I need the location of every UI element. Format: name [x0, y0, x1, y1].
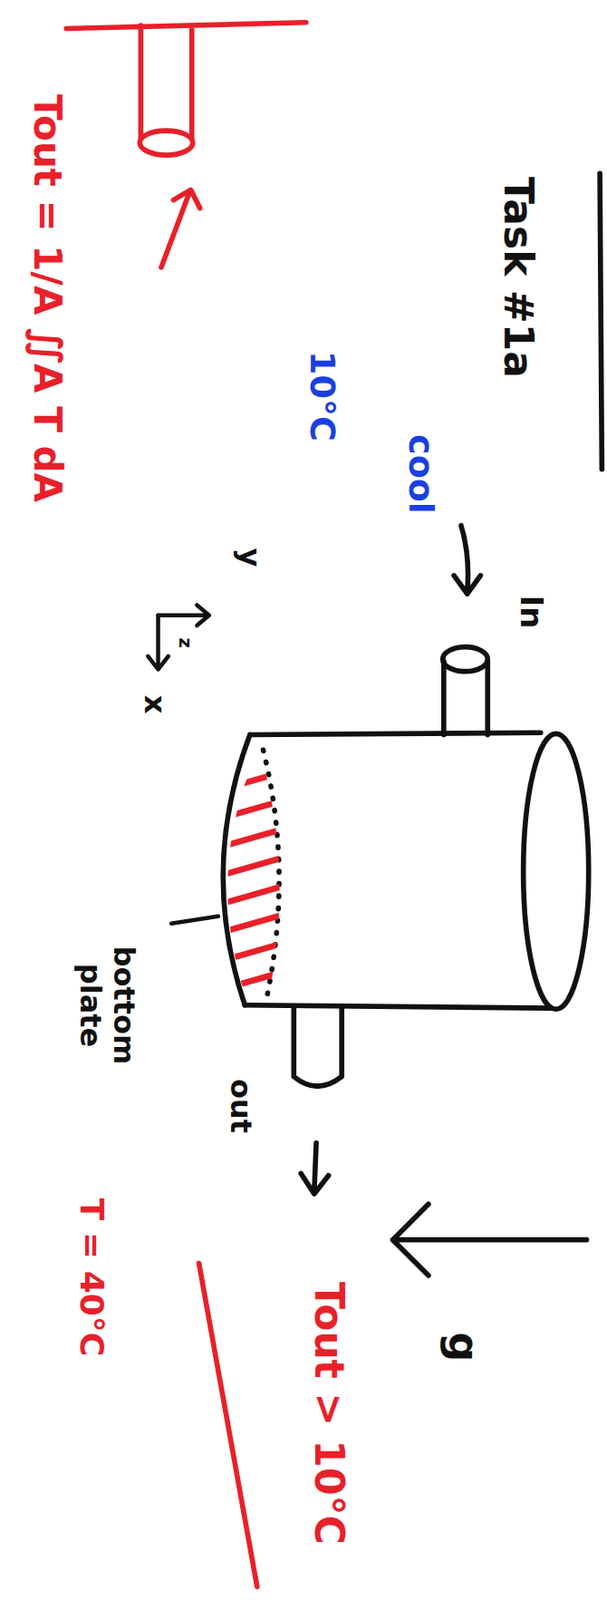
condition-underline	[199, 1262, 258, 1587]
fluid-label: cool	[400, 434, 441, 515]
title: Task #1a	[495, 176, 542, 378]
axis-arrow	[147, 615, 169, 670]
inflow-arrow	[453, 525, 481, 594]
cylinder-top-edge	[250, 732, 541, 734]
outlet-sketch	[66, 22, 307, 138]
title-underline	[599, 173, 602, 469]
axis-label: z	[173, 636, 195, 648]
inlet-opening	[443, 646, 489, 672]
axis-arrow	[158, 605, 210, 627]
gravity-arrow	[393, 1203, 588, 1275]
outlet-pipe	[293, 1006, 342, 1086]
pointer-arrow	[161, 189, 201, 268]
outlet-label: out	[223, 1078, 258, 1133]
part-label: bottom plate	[73, 936, 141, 1073]
bottom-plate-hatch	[199, 764, 307, 1024]
outlet-sketch-opening	[139, 130, 193, 155]
formula-label: Tout = 1/A ∬A T dA	[25, 94, 69, 502]
cylinder-end	[523, 732, 589, 1009]
cylinder-bottom-edge	[244, 1004, 551, 1008]
inlet-label: In	[512, 595, 549, 629]
gravity-label: g	[440, 1330, 489, 1361]
axis-label: y	[232, 547, 267, 567]
temperature-label: 10°C	[301, 350, 342, 442]
temperature-label: T = 40°C	[73, 1197, 111, 1356]
condition-label: Tout > 10°C	[305, 1281, 352, 1544]
outflow-arrow	[300, 1142, 328, 1194]
hidden-edge	[263, 749, 280, 994]
axis-label: x	[138, 693, 173, 713]
leader-line	[171, 915, 219, 924]
